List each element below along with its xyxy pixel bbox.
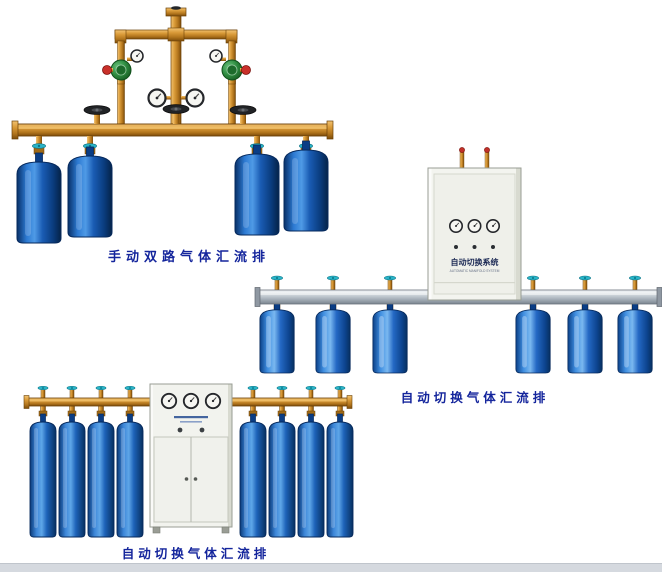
valve-knob xyxy=(484,147,490,153)
cylinder-unit xyxy=(269,386,295,537)
pressure-gauge xyxy=(147,88,167,108)
cylinder-drop-pipe xyxy=(36,136,42,149)
pressure-regulator xyxy=(221,59,243,85)
caption-auto-switchover-cabinet-manifold: 自动切换气体汇流排 xyxy=(121,547,271,561)
door-handle xyxy=(193,477,198,481)
red-adjust-knob xyxy=(241,65,251,75)
cylinder-unit xyxy=(88,386,114,537)
door-handle xyxy=(184,477,189,481)
pressure-gauge xyxy=(185,88,205,108)
gauge-stub xyxy=(127,57,134,61)
indicator-light xyxy=(491,245,495,249)
pressure-gauge xyxy=(182,392,200,410)
caption-manual-dual-manifold: 手动双路气体汇流排 xyxy=(107,249,270,264)
cylinder-unit xyxy=(30,386,56,537)
pipe-tee xyxy=(167,27,185,42)
pressure-gauge xyxy=(204,392,222,410)
gas-cylinder xyxy=(283,140,329,232)
cabinet-panel xyxy=(433,173,516,295)
gauge-stub xyxy=(163,96,171,100)
pressure-gauge xyxy=(485,218,501,234)
manifold-header-pipe xyxy=(15,123,329,137)
gas-cylinder xyxy=(234,144,280,236)
pipe-highlight xyxy=(28,399,152,402)
pipe-flange xyxy=(11,120,19,140)
cylinder-unit xyxy=(298,386,324,537)
cabinet-leg xyxy=(152,526,161,534)
shutoff-handwheel xyxy=(83,105,111,115)
cylinder-unit xyxy=(327,386,353,537)
regulator-outlet-pipe xyxy=(117,77,125,125)
pressure-regulator xyxy=(110,59,132,85)
top-valve-handle xyxy=(171,6,181,10)
pipe-flange xyxy=(23,395,30,409)
cabinet-top-valve xyxy=(459,150,465,169)
manual-dual-manifold-illustration xyxy=(11,6,334,244)
shutoff-handwheel xyxy=(229,105,257,115)
pressure-gauge xyxy=(130,49,144,63)
cabinet-edge-highlight xyxy=(428,168,432,300)
cabinet-panel-line xyxy=(434,282,515,284)
regulator-outlet-pipe xyxy=(228,77,236,125)
gas-cylinder xyxy=(67,146,113,238)
pressure-gauge xyxy=(209,49,223,63)
cylinder-unit xyxy=(117,386,143,537)
pipe-flange xyxy=(326,120,334,140)
rail-end-cap xyxy=(254,287,261,307)
manifold-header-pipe-left xyxy=(27,397,153,407)
cabinet-sublabel: AUTOMATIC MANIFOLD SYSTEM xyxy=(450,269,500,273)
control-knob xyxy=(177,427,183,433)
pipe-flange xyxy=(346,395,353,409)
valve-stem xyxy=(173,106,179,124)
cabinet-edge-shadow xyxy=(228,384,232,527)
indicator-light xyxy=(454,245,458,249)
cylinder-unit xyxy=(240,386,266,537)
pipe-highlight xyxy=(230,399,348,402)
cabinet-label-mark xyxy=(180,421,202,423)
cyan-valve-handwheel xyxy=(31,143,47,149)
valve-stem xyxy=(94,112,100,124)
manifold-header-pipe-right xyxy=(229,397,349,407)
red-adjust-knob xyxy=(102,65,112,75)
valve-stem xyxy=(240,112,246,124)
gauge-stub xyxy=(219,57,226,61)
cabinet-leg xyxy=(221,526,230,534)
gas-cylinder xyxy=(16,152,62,244)
pipe-highlight xyxy=(16,126,328,129)
valve-knob xyxy=(459,147,465,153)
cabinet-top-valve xyxy=(484,150,490,169)
cabinet-edge-shadow xyxy=(516,168,521,300)
caption-auto-switchover-manifold: 自动切换气体汇流排 xyxy=(400,391,550,405)
cabinet-label-mark xyxy=(174,416,208,419)
auto-switchover-cabinet-manifold-illustration xyxy=(23,383,353,537)
cylinder-unit xyxy=(59,386,85,537)
cropped-next-image-strip xyxy=(0,563,662,572)
cabinet-edge-highlight xyxy=(150,384,153,527)
pressure-gauge xyxy=(160,392,178,410)
cylinder-drop-pipe xyxy=(87,136,93,149)
rail-end-cap xyxy=(656,287,662,307)
gauge-stub xyxy=(181,96,189,100)
pressure-gauge xyxy=(448,218,464,234)
pressure-gauge xyxy=(467,218,482,234)
cabinet-label: 自动切换系统 xyxy=(451,257,499,267)
cylinder-drop-pipe xyxy=(254,136,260,149)
auto-switchover-manifold-illustration: 自动切换系统 AUTOMATIC MANIFOLD SYSTEM xyxy=(254,147,662,373)
control-knob xyxy=(199,427,205,433)
indicator-light xyxy=(472,245,477,249)
shutoff-handwheel xyxy=(162,104,190,114)
